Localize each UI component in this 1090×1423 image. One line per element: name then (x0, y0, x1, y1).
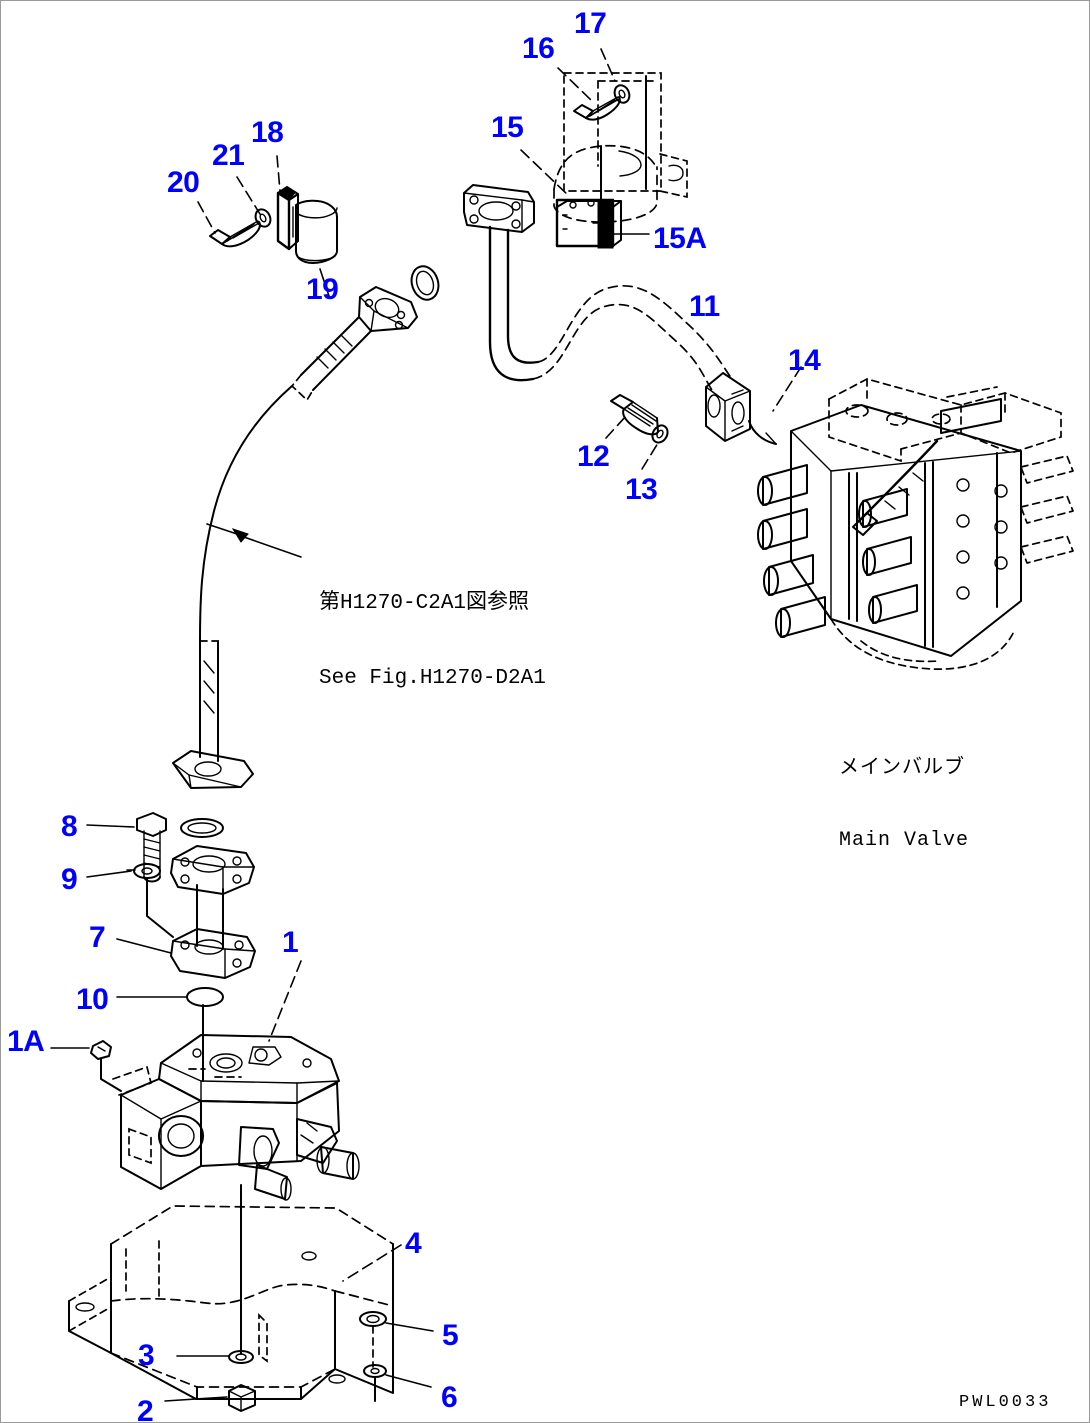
see-fig-note: 第H1270-C2A1図参照 See Fig.H1270-D2A1 (319, 541, 546, 741)
bolt-12-washer-13 (605, 394, 669, 470)
callout-12[interactable]: 12 (577, 440, 610, 473)
callout-7[interactable]: 7 (89, 921, 106, 954)
callout-5[interactable]: 5 (442, 1319, 459, 1352)
washer-5-nut-6 (359, 1311, 387, 1402)
control-valve-assembly (50, 960, 360, 1355)
callout-21[interactable]: 21 (212, 139, 245, 172)
main-valve-block (748, 366, 1074, 670)
riser-group (86, 640, 256, 1082)
callout-15[interactable]: 15 (491, 111, 524, 144)
main-valve-caption-en: Main Valve (839, 829, 970, 852)
callout-3[interactable]: 3 (138, 1339, 155, 1372)
clamp-group-18 (197, 155, 338, 297)
main-valve-caption-jp: メインバルブ (839, 757, 965, 780)
bolt-20 (209, 220, 261, 248)
bracket-group-15 (520, 48, 688, 249)
callout-8[interactable]: 8 (61, 810, 78, 843)
callout-14[interactable]: 14 (788, 344, 821, 377)
main-valve-caption: メインバルブ Main Valve (839, 709, 969, 901)
gasket-ring (180, 818, 224, 838)
see-fig-note-jp: 第H1270-C2A1図参照 (319, 592, 530, 615)
callout-9[interactable]: 9 (61, 863, 78, 896)
callout-4[interactable]: 4 (405, 1227, 422, 1260)
callout-19[interactable]: 19 (306, 273, 339, 306)
note-leader (206, 523, 238, 535)
washer-17 (613, 84, 631, 104)
callout-15a[interactable]: 15A (653, 222, 707, 255)
callout-10[interactable]: 10 (76, 983, 109, 1016)
nut-2-washer-3 (228, 1350, 256, 1412)
washer-9 (133, 863, 161, 879)
o-ring-upper (410, 265, 440, 301)
callout-6[interactable]: 6 (441, 1381, 458, 1414)
washer-21 (254, 208, 272, 228)
plug-1a (90, 1040, 122, 1092)
document-code: PWL0033 (959, 1393, 1052, 1412)
callout-18[interactable]: 18 (251, 116, 284, 149)
callout-17[interactable]: 17 (574, 7, 607, 40)
callout-16[interactable]: 16 (522, 32, 555, 65)
callout-20[interactable]: 20 (167, 166, 200, 199)
guard-cover-plate (68, 1205, 434, 1412)
bolt-16 (573, 96, 621, 121)
callout-1a[interactable]: 1A (7, 1025, 45, 1058)
callout-1[interactable]: 1 (282, 926, 299, 959)
tube-flange-group (199, 184, 751, 642)
see-fig-note-en: See Fig.H1270-D2A1 (319, 667, 546, 690)
callout-2[interactable]: 2 (137, 1395, 154, 1423)
callout-13[interactable]: 13 (625, 473, 658, 506)
callout-11[interactable]: 11 (689, 290, 720, 323)
